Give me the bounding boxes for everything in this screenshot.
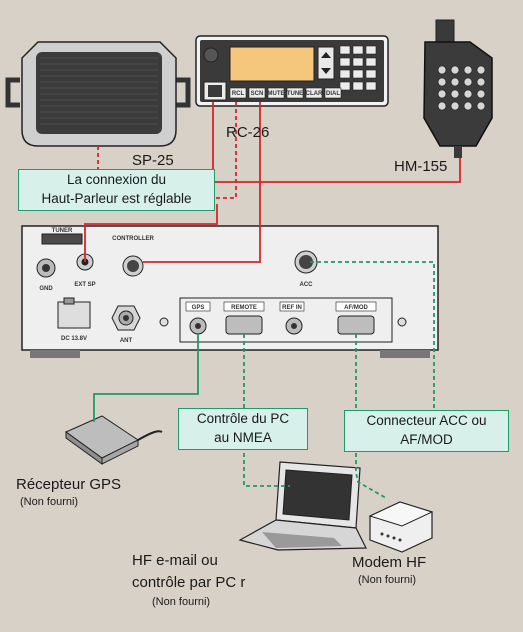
speaker-sp25-image <box>5 41 191 147</box>
controller-port-label: CONTROLLER <box>112 236 154 242</box>
gps-receiver-note: (Non fourni) <box>20 496 79 508</box>
acc-callout-line1: Connecteur ACC ou <box>366 413 487 428</box>
gps-receiver-image <box>65 415 163 465</box>
acc-callout-line2: AF/MOD <box>400 432 453 447</box>
modem-note: (Non fourni) <box>358 574 417 586</box>
af-mod-port-label: AF/MOD <box>344 305 368 311</box>
gps-cable <box>93 334 199 422</box>
rc26-key-2-label: SCN <box>251 91 264 97</box>
dc-power-label: DC 13.8V <box>61 336 87 342</box>
pc-label-line2: contrôle par PC r <box>132 574 246 591</box>
modem-hf-image <box>368 501 434 553</box>
speaker-callout-line2: Haut-Parleur est réglable <box>41 191 192 206</box>
nmea-callout-line2: au NMEA <box>214 430 272 445</box>
microphone-hm155-image <box>423 19 493 158</box>
red-cables <box>84 102 461 263</box>
gps-port-label: GPS <box>192 305 205 311</box>
rc26-key-3-label: MUTE <box>268 91 285 97</box>
pc-note: (Non fourni) <box>152 596 211 608</box>
ant-connector-label: ANT <box>120 338 133 344</box>
rc26-key-5-label: CLAR <box>306 91 323 97</box>
speaker-callout: La connexion du Haut-Parleur est réglabl… <box>18 169 215 211</box>
remote-port-label: REMOTE <box>231 305 257 311</box>
acc-port-label: ACC <box>300 282 314 288</box>
tuner-port-label: TUNER <box>52 228 73 234</box>
pc-laptop-image <box>238 461 367 551</box>
sp25-label: SP-25 <box>132 152 174 169</box>
transceiver-rear-panel-image: TUNER GND EXT SP CONTROLLER DC 13.8V ANT… <box>21 225 439 358</box>
rc26-key-4-label: TUNE <box>287 91 303 97</box>
ext-sp-jack-label: EXT SP <box>74 282 95 288</box>
rc26-key-1-label: RCL <box>232 91 245 97</box>
gnd-terminal-label: GND <box>39 286 53 292</box>
rc26-label: RC-26 <box>226 124 270 141</box>
modem-label: Modem HF <box>352 554 427 571</box>
nmea-callout: Contrôle du PC au NMEA <box>178 408 308 450</box>
green-dashed-cables <box>243 261 435 499</box>
controller-rc26-image: RCL SCN MUTE TUNE CLAR DIAL <box>195 35 389 107</box>
hm155-label: HM-155 <box>394 158 448 175</box>
acc-callout: Connecteur ACC ou AF/MOD <box>344 410 509 452</box>
rc26-key-6-label: DIAL <box>326 91 340 97</box>
ref-in-port-label: REF IN <box>282 305 302 311</box>
red-dashed-cables <box>97 102 237 199</box>
speaker-callout-line1: La connexion du <box>66 172 167 187</box>
gps-receiver-label: Récepteur GPS <box>16 476 122 493</box>
pc-label-line1: HF e-mail ou <box>132 552 218 569</box>
nmea-callout-line1: Contrôle du PC <box>196 411 290 426</box>
